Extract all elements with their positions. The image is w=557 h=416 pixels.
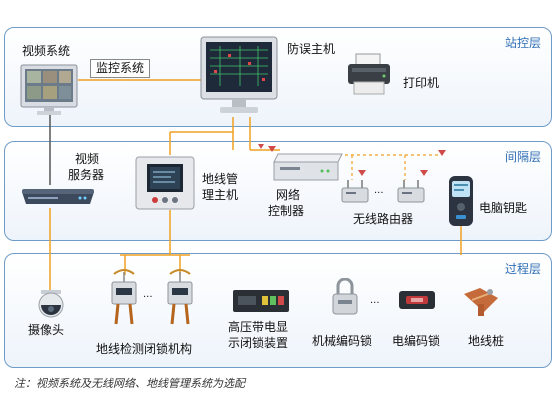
computer-key-icon[interactable] [448,175,474,227]
process-layer-title: 过程层 [504,262,541,276]
hv-lock-device-label-2: 示闭锁装置 [228,336,289,350]
video-server-label-2: 服务器 [68,168,105,182]
ground-lock-icon-1[interactable] [108,268,140,326]
station-layer-title: 站控层 [504,36,541,50]
monitor-system-label: 监控系统 [90,59,151,78]
hv-lock-device-label-1: 高压带电显 [228,320,289,334]
footnote: 注：视频系统及无线网络、地线管理系统为选配 [14,377,245,390]
camera-icon[interactable] [36,288,66,318]
hv-lock-device-icon[interactable] [232,288,290,314]
printer-label: 打印机 [403,76,440,90]
network-controller-icon[interactable] [272,152,344,182]
ground-lock-mechanism-label: 地线检测闭锁机构 [96,342,193,356]
ground-wire-host-label-1: 地线管 [202,172,239,186]
ground-lock-icon-2[interactable] [164,268,196,326]
wireless-router-label: 无线路由器 [353,212,414,226]
wireless-router-icon-2[interactable] [396,178,426,206]
camera-label: 摄像头 [28,323,65,337]
anti-misoperation-host-icon[interactable] [200,36,278,116]
video-server-icon[interactable] [18,186,98,210]
ground-stake-icon[interactable] [460,282,502,318]
video-system-monitor-icon[interactable] [20,64,78,115]
ellipsis-mech-lock: ··· [370,298,380,309]
ground-stake-label: 地线桩 [468,334,505,348]
ellipsis-lock: ··· [143,292,153,303]
video-system-label: 视频系统 [22,44,71,58]
video-server-label-1: 视频 [75,152,100,166]
ground-wire-host-label-2: 理主机 [202,188,239,202]
printer-icon[interactable] [346,52,392,98]
anti-misoperation-host-label: 防误主机 [287,42,336,56]
ellipsis-router: ··· [374,188,384,199]
mech-code-lock-label: 机械编码锁 [312,334,373,348]
wireless-router-icon-1[interactable] [340,178,370,206]
elec-code-lock-icon[interactable] [398,290,436,310]
network-controller-label-1: 网络 [276,188,301,202]
bay-layer-title: 间隔层 [504,150,541,164]
network-controller-label-2: 控制器 [268,204,305,218]
computer-key-label: 电脑钥匙 [479,201,528,215]
elec-code-lock-label: 电编码锁 [392,334,441,348]
ground-wire-host-icon[interactable] [135,156,195,210]
mech-code-lock-icon[interactable] [330,277,360,316]
